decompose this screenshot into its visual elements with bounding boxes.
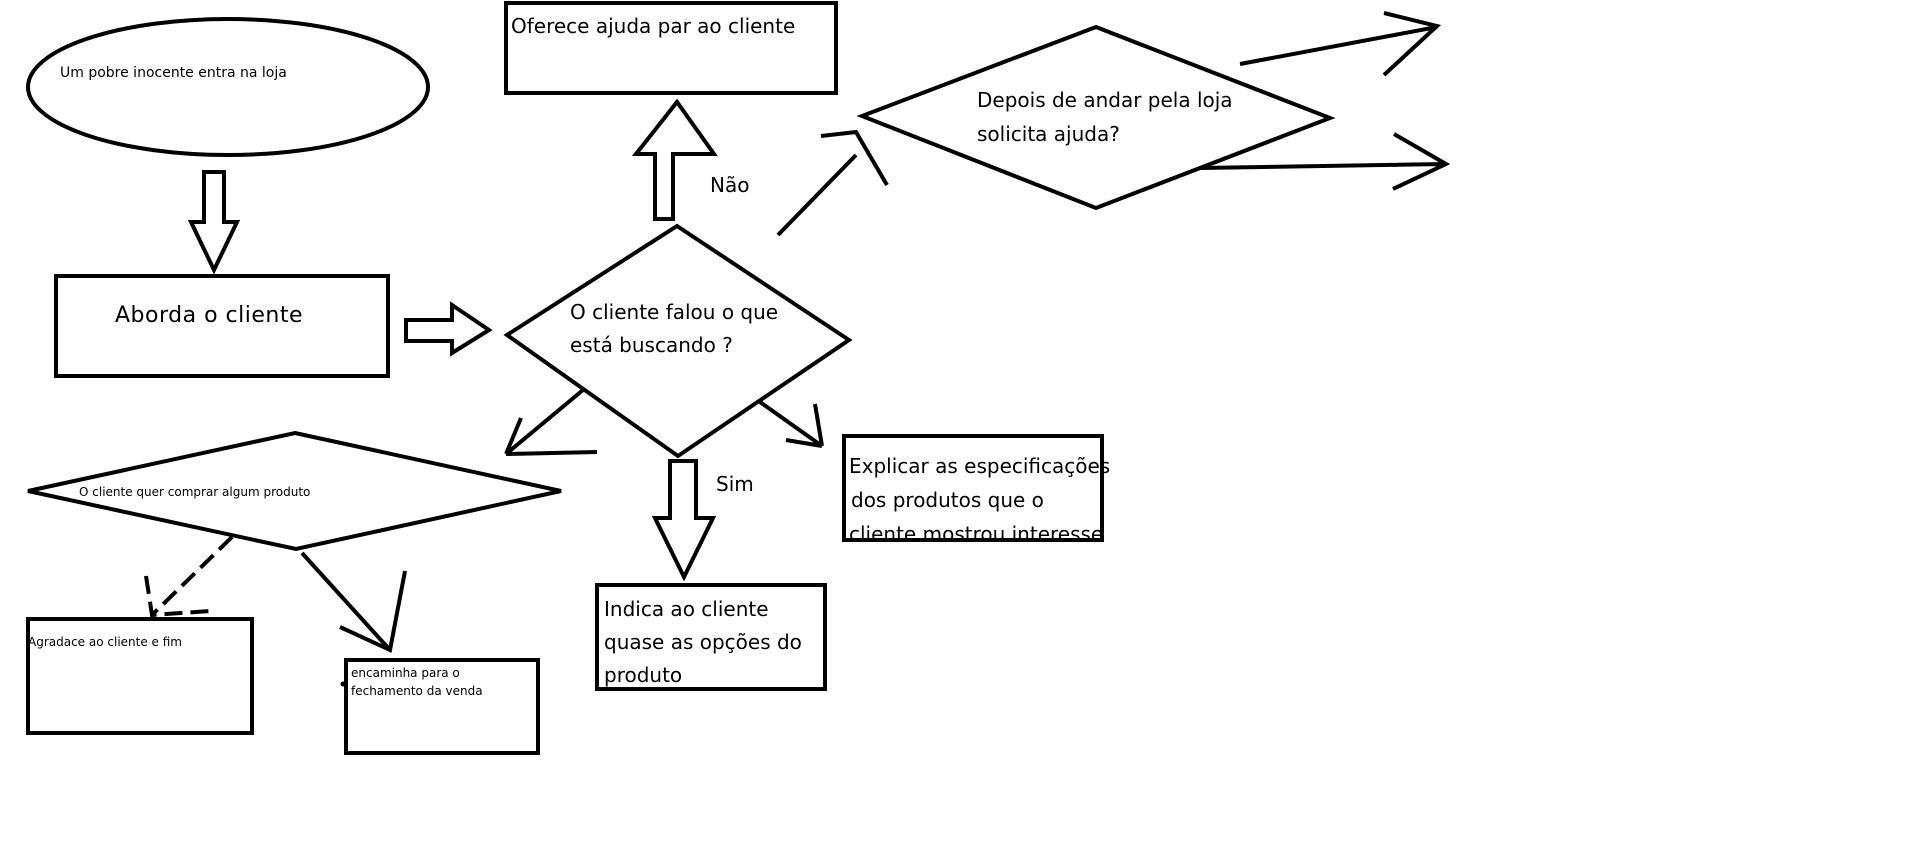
closing-box bbox=[344, 658, 540, 755]
offer-help-box bbox=[504, 1, 838, 95]
arrow-decision-to-help bbox=[776, 129, 889, 237]
arrow-decision-to-buy bbox=[504, 388, 598, 456]
decision-help-label-line2: solicita ajuda? bbox=[977, 122, 1120, 146]
decision-help-label-line1: Depois de andar pela loja bbox=[977, 88, 1233, 112]
offer-help-label: Oferece ajuda par ao cliente bbox=[511, 14, 796, 38]
arrow-buy-to-closing bbox=[300, 551, 407, 653]
start-label: Um pobre inocente entra na loja bbox=[60, 65, 287, 81]
decision-help-diamond bbox=[856, 24, 1336, 211]
approach-label: Aborda o cliente bbox=[115, 303, 303, 328]
approach-box bbox=[54, 274, 390, 378]
indicate-label-line2: quase as opções do bbox=[604, 630, 802, 654]
thank-label: Agradace ao cliente e fim bbox=[28, 635, 182, 649]
explain-label-line1: Explicar as especificações bbox=[849, 454, 1111, 478]
start-ellipse bbox=[26, 17, 430, 157]
closing-label-line2: fechamento da venda bbox=[351, 684, 483, 698]
indicate-label-line3: produto bbox=[604, 663, 683, 687]
decision-buy-label: O cliente quer comprar algum produto bbox=[79, 485, 311, 499]
block-arrow-start-to-approach bbox=[187, 170, 241, 275]
decision-said-label-line1: O cliente falou o que bbox=[570, 300, 779, 324]
explain-label-line3: cliente mostrou interesse bbox=[849, 522, 1104, 546]
arrow-help-no bbox=[1199, 132, 1451, 191]
decision-said-label-line2: está buscando ? bbox=[570, 333, 733, 357]
stray-dot bbox=[340, 681, 346, 687]
arrow-buy-to-thank bbox=[144, 535, 234, 618]
block-arrow-yes-to-indicate bbox=[651, 459, 717, 582]
edge-label-yes: Sim bbox=[716, 472, 754, 496]
closing-label-line1: encaminha para o bbox=[351, 666, 460, 680]
block-arrow-approach-to-decision bbox=[404, 301, 493, 357]
explain-box bbox=[842, 434, 1104, 542]
decision-said-diamond bbox=[503, 223, 853, 459]
explain-label-line2: dos produtos que o bbox=[851, 488, 1044, 512]
decision-buy-diamond bbox=[27, 430, 562, 552]
arrow-help-yes bbox=[1239, 11, 1442, 77]
indicate-box bbox=[595, 583, 827, 691]
block-arrow-no-to-offer-help bbox=[631, 98, 718, 221]
edge-label-no: Não bbox=[710, 173, 750, 197]
indicate-label-line1: Indica ao cliente bbox=[604, 597, 769, 621]
arrow-decision-to-explain bbox=[758, 400, 824, 448]
thank-box bbox=[26, 617, 254, 735]
